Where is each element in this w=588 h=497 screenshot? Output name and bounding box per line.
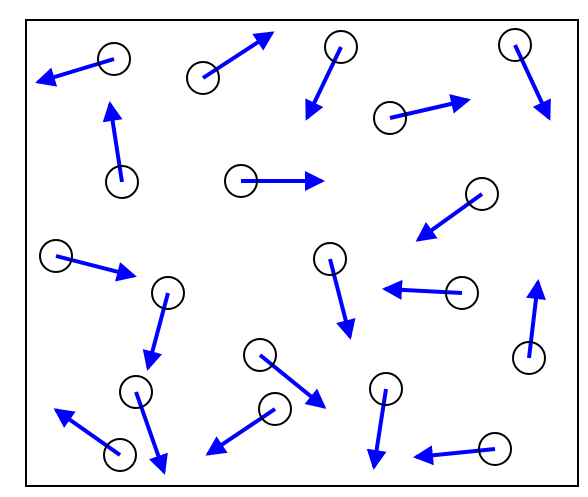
particle-circle-4 [498, 28, 532, 62]
particle-circle-7 [224, 164, 258, 198]
particle-circle-3 [324, 30, 358, 64]
velocity-arrow-13 [526, 279, 546, 359]
velocity-arrow-4 [513, 44, 551, 121]
particle-circle-13 [512, 341, 546, 375]
velocity-arrow-18 [53, 408, 122, 457]
particle-circle-9 [39, 239, 73, 273]
velocity-arrow-2 [201, 31, 275, 80]
container-box [25, 19, 579, 487]
particle-circle-11 [151, 276, 185, 310]
velocity-arrow-3 [305, 46, 343, 121]
particle-circle-2 [186, 61, 220, 95]
particle-circle-17 [258, 392, 292, 426]
particle-circle-15 [119, 375, 153, 409]
velocity-arrow-19 [413, 445, 496, 466]
velocity-arrow-9 [55, 254, 137, 282]
velocity-arrow-6 [102, 101, 124, 183]
particle-circle-18 [103, 438, 137, 472]
velocity-arrows [35, 31, 551, 475]
particle-circle-16 [369, 372, 403, 406]
velocity-arrow-12 [382, 279, 463, 300]
velocity-arrow-15 [134, 391, 168, 475]
particle-circle-10 [313, 242, 347, 276]
velocity-arrow-8 [415, 192, 484, 242]
velocity-arrow-5 [389, 94, 471, 120]
velocity-arrow-16 [366, 388, 388, 470]
particle-circle-8 [465, 177, 499, 211]
velocity-arrow-10 [328, 258, 356, 340]
velocity-arrow-17 [205, 407, 277, 456]
velocity-arrow-1 [35, 57, 115, 87]
particles [39, 28, 546, 472]
particle-circle-5 [373, 101, 407, 135]
velocity-arrow-14 [258, 353, 327, 409]
particle-circle-14 [243, 338, 277, 372]
particle-circle-19 [478, 432, 512, 466]
velocity-arrow-11 [142, 292, 170, 371]
particle-circle-6 [105, 165, 139, 199]
particle-circle-1 [97, 42, 131, 76]
particle-circle-12 [445, 276, 479, 310]
